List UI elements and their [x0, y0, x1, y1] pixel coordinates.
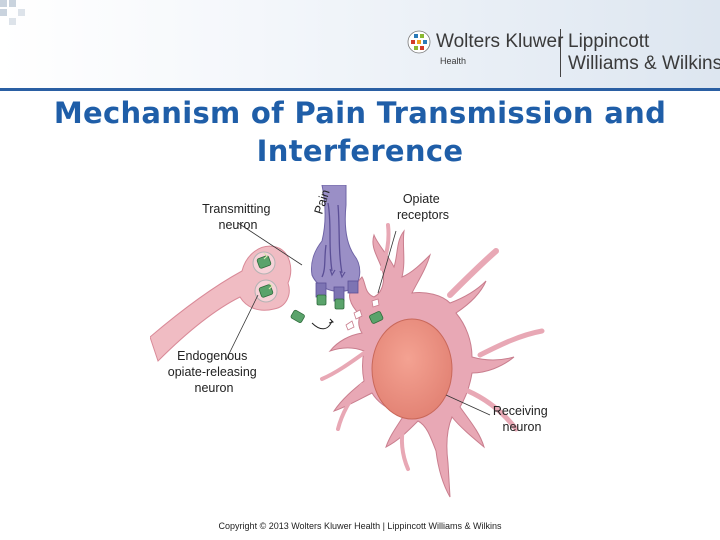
transmitting-neuron: Pain: [311, 185, 361, 310]
corner-decoration: [0, 0, 30, 30]
header-rule: [0, 88, 720, 91]
wolters-kluwer-icon: [407, 30, 431, 54]
slide-title-line-1: Mechanism of Pain Transmission and: [53, 96, 667, 130]
transmitting-neuron-label-line-2: neuron: [219, 218, 258, 232]
opiate-releasing-neuron-label-line-3: neuron: [195, 381, 234, 395]
header-band: Wolters Kluwer Health Lippincott William…: [0, 0, 720, 88]
receiving-neuron-label-line-2: neuron: [503, 420, 542, 434]
receiving-neuron-nucleus: [371, 318, 453, 420]
receiving-neuron-label: Receiving neuron: [493, 404, 551, 434]
opiate-releasing-neuron-label: Endogenous opiate-releasing neuron: [168, 349, 260, 395]
slide-title: Mechanism of Pain Transmission and Inter…: [0, 94, 720, 170]
imprint-line-2: Williams & Wilkins: [568, 53, 720, 74]
transmitting-neuron-label-line-1: Transmitting: [202, 202, 270, 216]
copyright-notice: Copyright © 2013 Wolters Kluwer Health |…: [218, 521, 502, 531]
opiate-releasing-neuron-label-line-1: Endogenous: [177, 349, 247, 363]
leader-lines: [225, 222, 491, 416]
opiate-receptors-label-line-2: receptors: [397, 208, 449, 222]
opiate-receptors-label-line-1: Opiate: [403, 192, 440, 206]
logo-divider: [560, 29, 561, 77]
opiate-releasing-neuron-label-line-2: opiate-releasing: [168, 365, 257, 379]
pain-transmission-diagram: Pain Transmitting neuron Opiate receptor…: [150, 185, 551, 498]
imprint-name: Lippincott Williams & Wilkins: [568, 31, 720, 75]
slide-title-line-2: Interference: [256, 134, 464, 168]
transmitting-neuron-label: Transmitting neuron: [202, 202, 274, 232]
opiate-receptors-label: Opiate receptors: [397, 192, 449, 222]
publisher-subtitle: Health: [440, 56, 467, 66]
opiate-releasing-neuron: [150, 245, 292, 362]
receiving-neuron-label-line-1: Receiving: [493, 404, 548, 418]
publisher-name: Wolters Kluwer: [436, 31, 564, 52]
opiate-molecules: [290, 309, 384, 330]
imprint-line-1: Lippincott: [568, 31, 650, 52]
publisher-logo: Wolters Kluwer Health Lippincott William…: [404, 27, 720, 83]
